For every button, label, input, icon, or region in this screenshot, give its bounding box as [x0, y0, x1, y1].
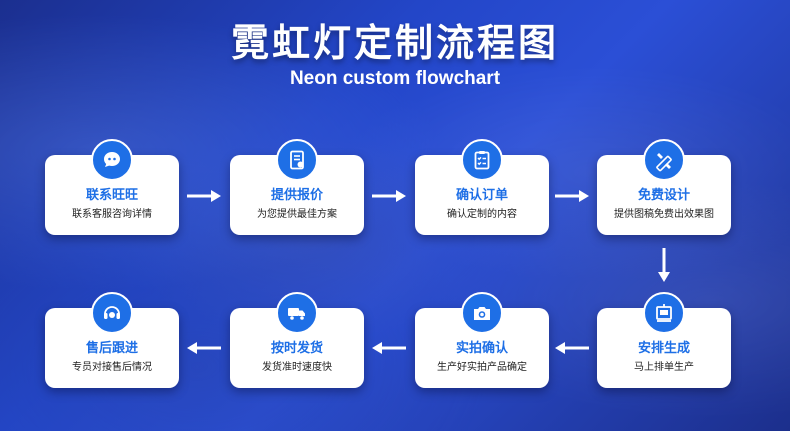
delivery-truck-icon — [276, 292, 318, 334]
arrow-right-icon — [372, 190, 406, 202]
step-title: 按时发货 — [270, 341, 323, 356]
arrow-left-icon — [555, 342, 589, 354]
step-card-on-time-delivery: 按时发货 发货准时速度快 — [230, 292, 364, 388]
step-description: 联系客服咨询详情 — [72, 209, 152, 220]
clipboard-checklist-icon — [461, 139, 503, 181]
step-title: 售后跟进 — [85, 341, 138, 356]
camera-icon — [461, 292, 503, 334]
step-description: 生产好实拍产品确定 — [437, 362, 527, 373]
step-description: 确认定制的内容 — [447, 209, 517, 220]
step-card-production: 安排生成 马上排单生产 — [597, 292, 731, 388]
step-title: 免费设计 — [637, 188, 690, 203]
step-card-photo-confirm: 实拍确认 生产好实拍产品确定 — [415, 292, 549, 388]
step-card-free-design: 免费设计 提供图稿免费出效果图 — [597, 139, 731, 235]
step-description: 提供图稿免费出效果图 — [614, 209, 714, 220]
arrow-down-icon — [658, 248, 670, 282]
step-description: 发货准时速度快 — [262, 362, 332, 373]
step-card-confirm-order: 确认订单 确认定制的内容 — [415, 139, 549, 235]
page-subtitle: Neon custom flowchart — [289, 68, 501, 89]
arrow-left-icon — [372, 342, 406, 354]
step-description: 马上排单生产 — [634, 362, 694, 373]
step-card-quote: 提供报价 为您提供最佳方案 — [230, 139, 364, 235]
step-title: 确认订单 — [455, 188, 508, 203]
machine-icon — [643, 292, 685, 334]
step-title: 安排生成 — [637, 341, 690, 356]
arrow-right-icon — [187, 190, 221, 202]
step-card-contact: 联系旺旺 联系客服咨询详情 — [45, 139, 179, 235]
step-card-after-sales: 售后跟进 专员对接售后情况 — [45, 292, 179, 388]
step-title: 实拍确认 — [455, 341, 508, 356]
chat-bubble-icon — [91, 139, 133, 181]
step-title: 提供报价 — [270, 188, 323, 203]
pencil-ruler-icon — [643, 139, 685, 181]
page-title: 霓虹灯定制流程图 — [230, 21, 559, 65]
headset-support-icon — [91, 292, 133, 334]
arrow-left-icon — [187, 342, 221, 354]
step-description: 专员对接售后情况 — [72, 362, 152, 373]
step-description: 为您提供最佳方案 — [257, 209, 337, 220]
step-title: 联系旺旺 — [85, 188, 138, 203]
arrow-right-icon — [555, 190, 589, 202]
price-document-icon — [276, 139, 318, 181]
